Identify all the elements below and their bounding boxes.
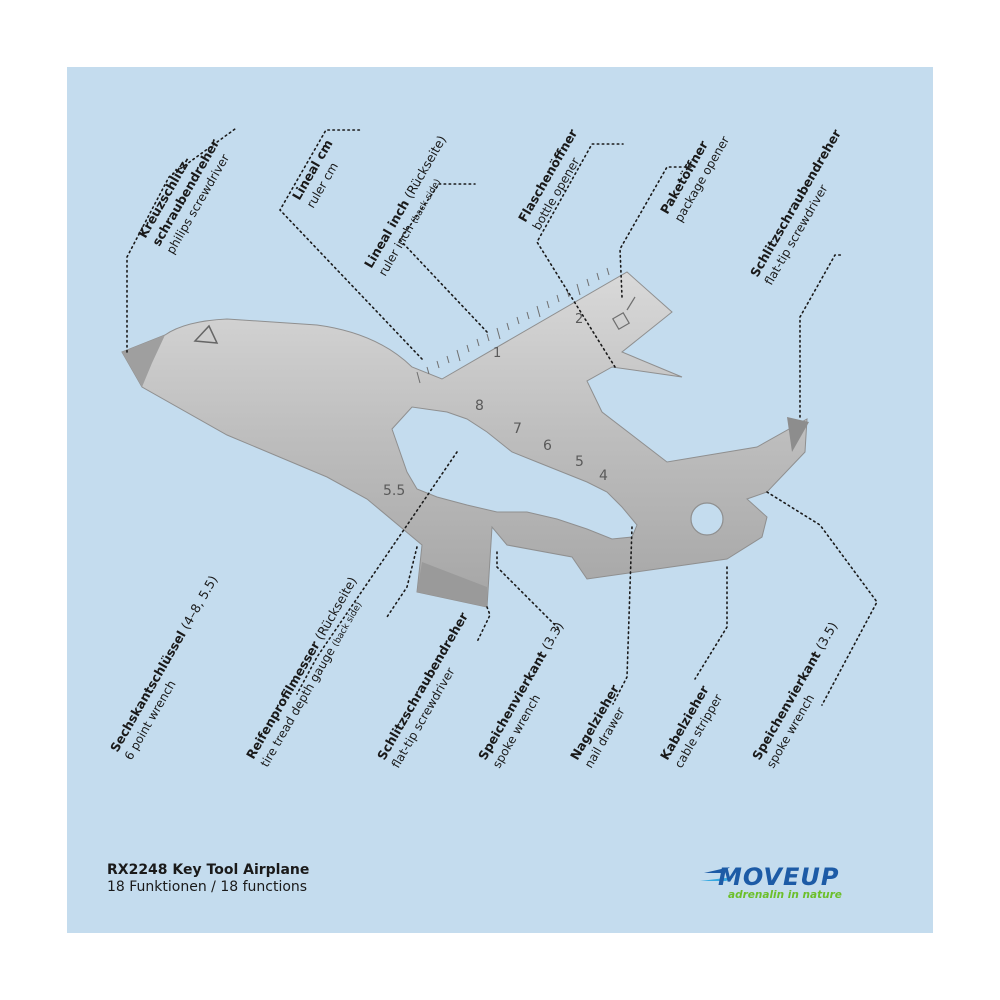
wrench-size-7: 7 xyxy=(513,421,522,437)
logo-text-up: UP xyxy=(800,863,839,891)
package-opener-mark xyxy=(611,296,636,331)
airplane-tool-illustration: 1 2 8 7 6 5 4 5.5 xyxy=(121,128,878,706)
wrench-size-4: 4 xyxy=(599,468,608,484)
cable-hole-shape xyxy=(690,502,724,536)
svg-text:MOVEUP: MOVEUP xyxy=(718,863,839,891)
wrench-size-5-5: 5.5 xyxy=(383,483,405,499)
wing-tip-shape xyxy=(417,562,487,607)
moveup-logo: MOVEUP adrenalin in nature xyxy=(700,863,842,901)
leader-lines xyxy=(126,128,878,706)
tail-tip-shape xyxy=(787,417,809,452)
wrench-size-8: 8 xyxy=(475,398,484,414)
phillips-tip-shape xyxy=(122,335,165,387)
product-subtitle: 18 Funktionen / 18 functions xyxy=(107,879,308,895)
ruler-ticks xyxy=(416,267,610,384)
logo-slogan: adrenalin in nature xyxy=(728,889,842,901)
logo-swoosh-icon xyxy=(700,867,734,881)
ruler-mark-1: 1 xyxy=(493,346,501,361)
ruler-mark-2: 2 xyxy=(575,312,583,327)
product-title: RX2248 Key Tool Airplane xyxy=(107,862,310,878)
product-title-block: RX2248 Key Tool Airplane 18 Funktionen /… xyxy=(107,862,309,896)
product-panel: 1 2 8 7 6 5 4 5.5 xyxy=(67,67,933,933)
wrench-size-6: 6 xyxy=(543,438,552,454)
wrench-cutout-shape xyxy=(391,406,638,540)
logo-text-move: MOVE xyxy=(718,863,800,891)
wrench-size-5: 5 xyxy=(575,454,584,470)
cockpit-window-shape xyxy=(193,324,219,344)
